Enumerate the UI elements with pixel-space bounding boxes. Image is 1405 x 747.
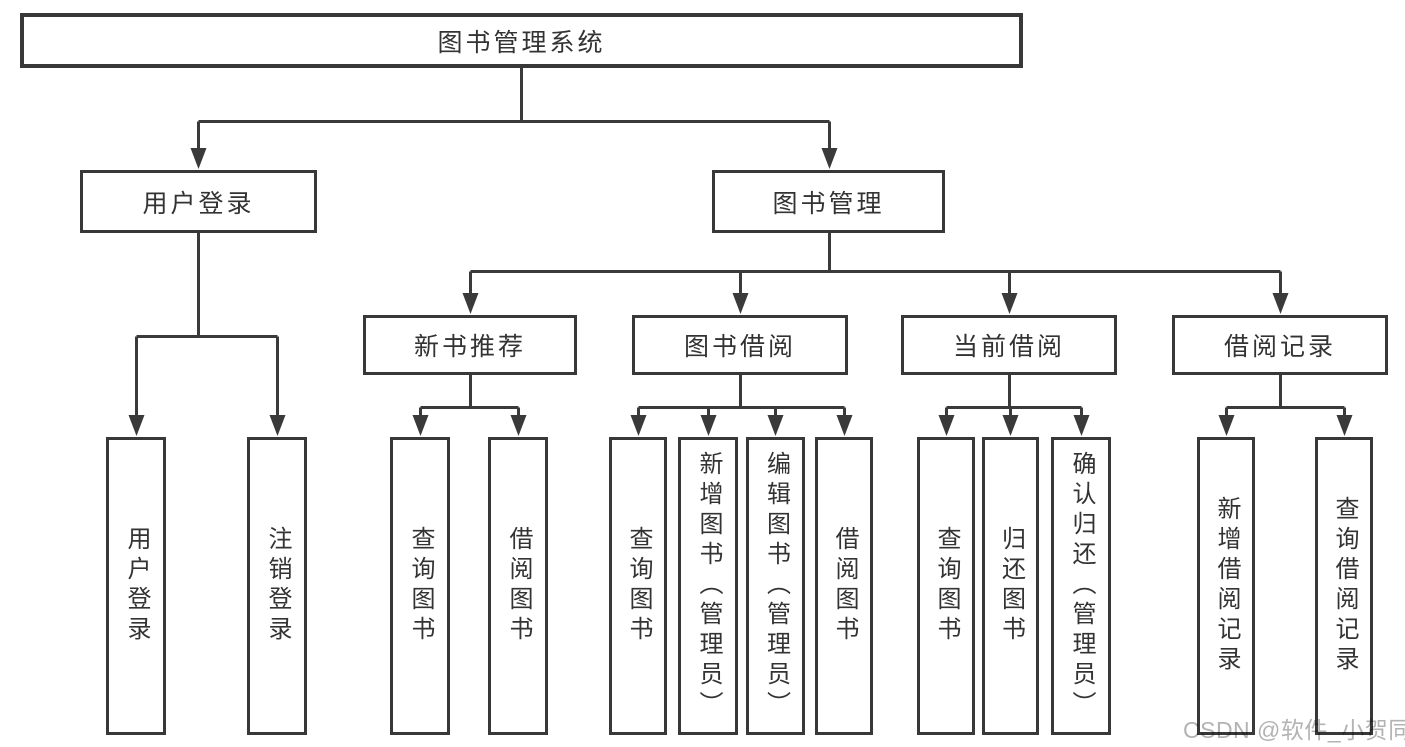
node-label: 查询图书 [933, 526, 960, 646]
node-label: 当前借阅 [952, 333, 1065, 361]
leaf-return-books: 归还图书 [982, 437, 1039, 735]
leaf-query-books-borrow: 查询图书 [609, 437, 667, 735]
leaf-query-books-current: 查询图书 [917, 437, 975, 735]
node-label: 查询借阅记录 [1331, 496, 1358, 676]
node-label: 图书管理系统 [437, 28, 606, 57]
leaf-logout: 注销登录 [247, 437, 307, 735]
node-label: 查询图书 [407, 526, 434, 646]
node-label: 新书推荐 [413, 333, 526, 361]
node-label: 查询图书 [625, 526, 652, 646]
node-book-management: 图书管理 [712, 170, 945, 233]
leaf-user-login: 用户登录 [106, 437, 166, 735]
csdn-watermark: CSDN @软件_小贺同学 [1183, 717, 1405, 743]
leaf-query-books-recommend: 查询图书 [390, 437, 450, 735]
leaf-borrow-books-recommend: 借阅图书 [488, 437, 548, 735]
node-label: 确认归还（管理员） [1068, 451, 1095, 721]
node-label: 新增图书（管理员） [695, 451, 722, 721]
node-borrowing-records: 借阅记录 [1172, 315, 1388, 375]
leaf-confirm-return-admin: 确认归还（管理员） [1051, 437, 1111, 735]
node-label: 图书管理 [772, 189, 885, 218]
node-label: 注销登录 [264, 526, 291, 646]
node-book-borrowing: 图书借阅 [632, 315, 848, 375]
node-label: 图书借阅 [683, 333, 796, 361]
node-label: 新增借阅记录 [1213, 496, 1240, 676]
node-new-book-recommend: 新书推荐 [363, 315, 577, 375]
node-user-login-group: 用户登录 [80, 170, 317, 233]
node-label: 借阅图书 [505, 526, 532, 646]
leaf-add-books-admin: 新增图书（管理员） [678, 437, 738, 735]
leaf-borrow-books: 借阅图书 [815, 437, 873, 735]
node-label: 借阅记录 [1223, 333, 1336, 361]
node-label: 编辑图书（管理员） [762, 451, 790, 721]
node-label: 用户登录 [123, 526, 150, 646]
node-label: 借阅图书 [831, 526, 858, 646]
leaf-add-borrow-record: 新增借阅记录 [1197, 437, 1255, 735]
node-current-borrowing: 当前借阅 [901, 315, 1117, 375]
node-label: 归还图书 [997, 526, 1025, 646]
leaf-edit-books-admin: 编辑图书（管理员） [746, 437, 805, 735]
leaf-query-borrow-record: 查询借阅记录 [1315, 437, 1373, 735]
node-root-system: 图书管理系统 [20, 13, 1023, 68]
node-label: 用户登录 [142, 189, 255, 218]
